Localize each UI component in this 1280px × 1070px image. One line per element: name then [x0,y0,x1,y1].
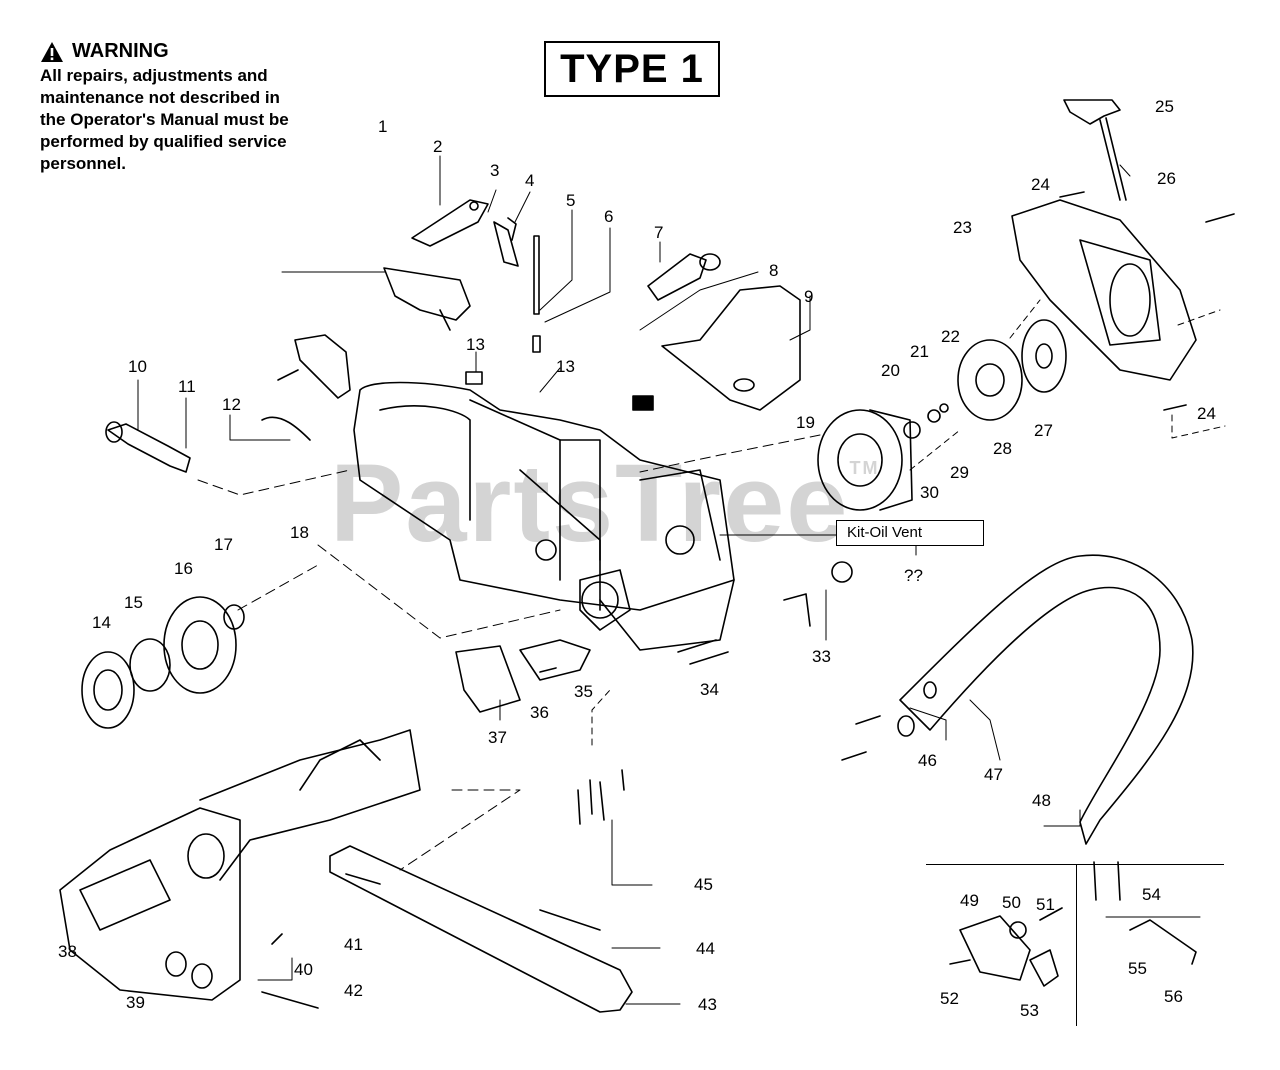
oil-cap-part [647,253,721,301]
callout-number: 19 [796,413,815,432]
callout-number: 50 [1002,893,1021,912]
warning-title: WARNING [72,40,169,62]
callout-number: 56 [1164,987,1183,1006]
callout-number: 47 [984,765,1003,784]
warning-triangle-icon [41,41,63,62]
callout-number: 5 [566,191,576,210]
pin-part [532,235,541,353]
starter-pulley-part [957,319,1067,421]
callout-number: 26 [1157,169,1176,188]
callout-number: 13 [466,335,485,354]
front-handle-part [841,554,1194,901]
callout-number: 21 [910,342,929,361]
kit-ref-label: ?? [904,566,923,585]
callout-number: 42 [344,981,363,1000]
callout-number: 29 [950,463,969,482]
callout-number: 46 [918,751,937,770]
callout-number: 45 [694,875,713,894]
callout-number: 24 [1031,175,1050,194]
callout-number: 44 [696,939,715,958]
callout-number: 13 [556,357,575,376]
watermark: PartsTreeTM [330,440,879,567]
inset-top-border [926,864,1224,865]
callout-number: 25 [1155,97,1174,116]
chain-brake-cover-part [59,729,421,1009]
callout-number: 16 [174,559,193,578]
callout-number: 28 [993,439,1012,458]
callout-number: 14 [92,613,111,632]
callout-number: 9 [804,287,814,306]
cylinder-shroud-part [661,285,801,411]
callout-number: 43 [698,995,717,1014]
callout-number: 34 [700,680,719,699]
callout-number: 41 [344,935,363,954]
callout-number: 51 [1036,895,1055,914]
warning-text: All repairs, adjustments and maintenance… [40,66,289,173]
oil-pump-part [455,561,853,713]
leader-lines [137,155,1226,1005]
inset-divider [1076,864,1077,1026]
callout-number: 6 [604,207,614,226]
kit-oil-vent-label: Kit-Oil Vent [836,520,984,546]
starter-handle-part [1059,99,1235,411]
rubber-buffer-part [465,371,654,411]
callout-number: 4 [525,171,535,190]
flywheel-part [817,403,949,511]
bolt-parts [577,769,625,825]
callout-number: 12 [222,395,241,414]
callout-number: 17 [214,535,233,554]
callout-number: 3 [490,161,500,180]
clutch-drum-part [81,596,245,729]
callout-number: 27 [1034,421,1053,440]
callout-number: 49 [960,891,979,910]
choke-rod-part [105,421,191,473]
crankcase-housing-part [353,381,735,651]
inset-parts [949,907,1197,987]
callout-number: 8 [769,261,779,280]
brake-lever-part [411,199,489,247]
guide-bar-part [329,845,633,1013]
callout-number: 30 [920,483,939,502]
starter-housing-part [1011,199,1197,381]
warning-header: WARNING [40,40,302,63]
callout-number: 38 [58,942,77,961]
callout-number: 18 [290,523,309,542]
callout-number: 55 [1128,959,1147,978]
callout-number: 7 [654,223,664,242]
chain-brake-handle-part [383,267,471,331]
callout-number: 23 [953,218,972,237]
callout-number: 1 [378,117,388,136]
warning-block: WARNING All repairs, adjustments and mai… [40,40,302,175]
callout-number: 39 [126,993,145,1012]
callout-number: 54 [1142,885,1161,904]
callout-number: 35 [574,682,593,701]
callout-number: 33 [812,647,831,666]
watermark-mark: TM [849,458,880,478]
callout-number: 15 [124,593,143,612]
callout-number: 52 [940,989,959,1008]
callout-number: 2 [433,137,443,156]
throttle-trigger-part [277,334,351,399]
wire-part [261,416,311,441]
callout-number: 37 [488,728,507,747]
callout-number: 11 [178,377,196,396]
callout-number: 48 [1032,791,1051,810]
callout-number: 40 [294,960,313,979]
callout-number: 20 [881,361,900,380]
callout-number: 22 [941,327,960,346]
callout-number: 10 [128,357,147,376]
callout-number: 24 [1197,404,1216,423]
type-label: TYPE 1 [544,41,720,97]
watermark-text: PartsTree [330,442,850,565]
spring-part [493,217,519,267]
callout-number: 36 [530,703,549,722]
callout-number: 53 [1020,1001,1039,1020]
